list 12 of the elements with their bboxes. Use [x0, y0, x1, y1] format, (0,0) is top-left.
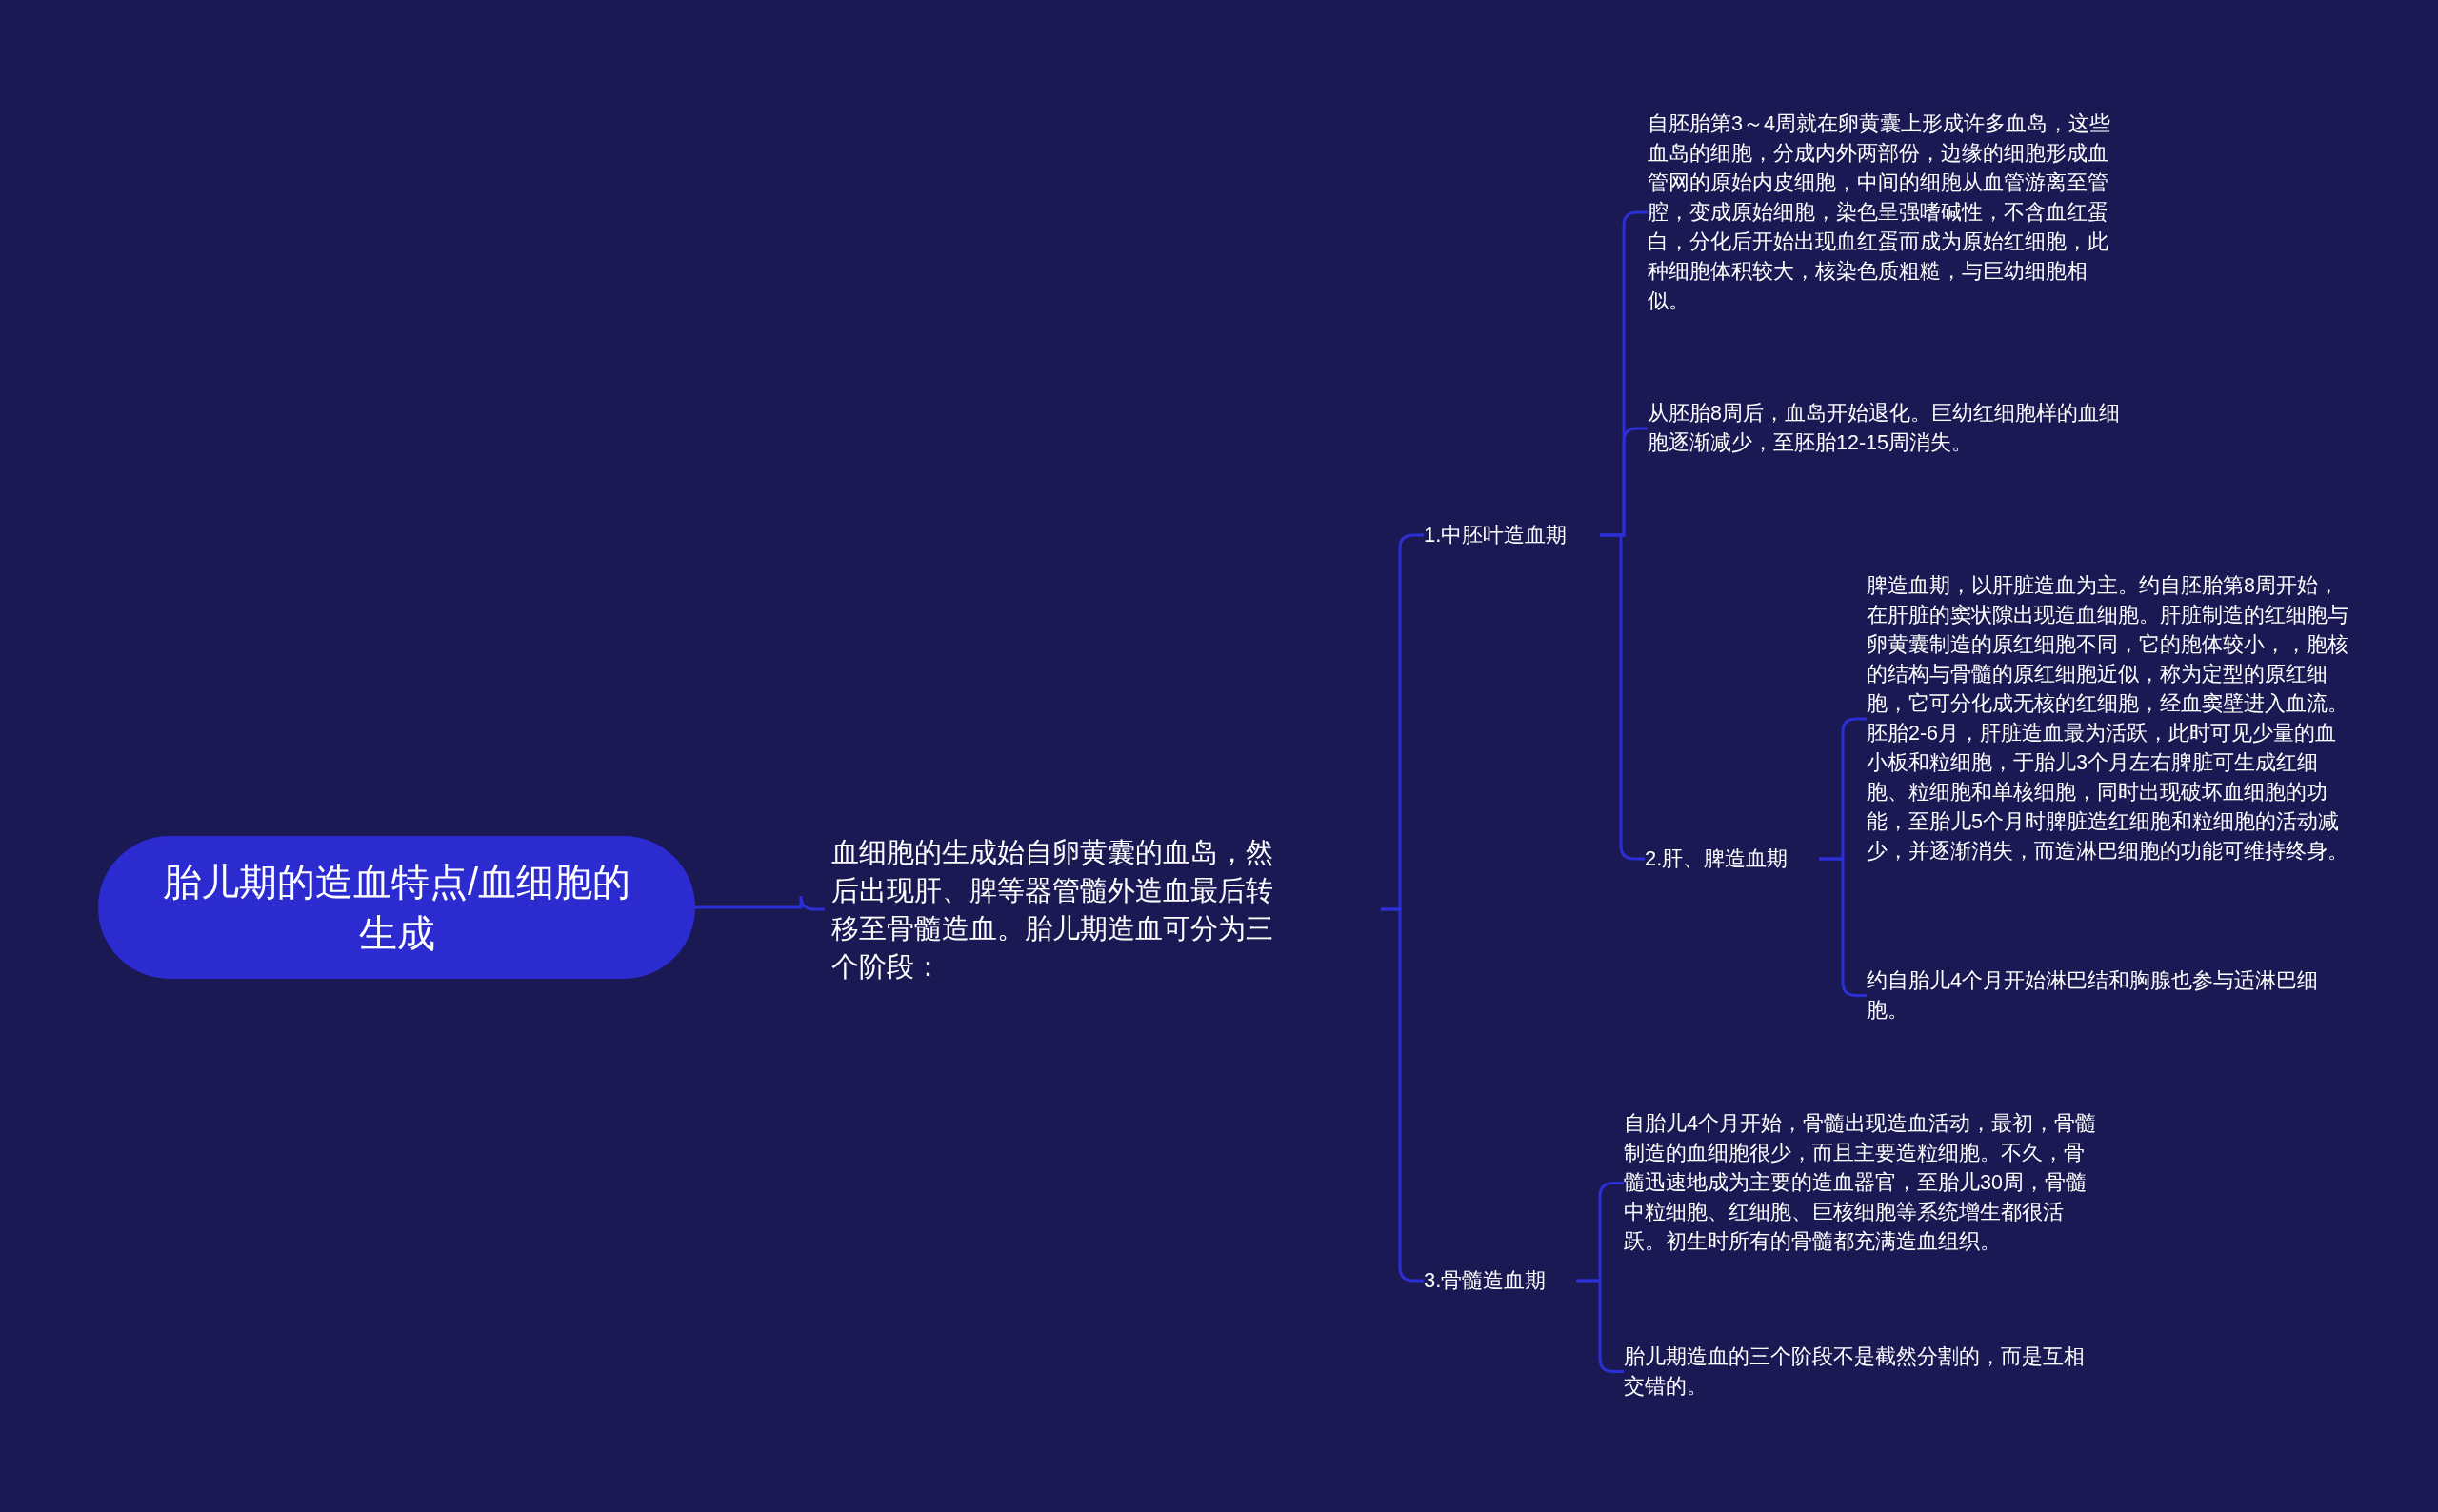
- branch-label: 2.肝、脾造血期: [1645, 846, 1789, 872]
- detail-text: 从胚胎8周后，血岛开始退化。巨幼红细胞样的血细胞逐渐减少，至胚胎12-15周消失。: [1648, 401, 2121, 456]
- branch-label: 1.中胚叶造血期: [1424, 522, 1569, 548]
- detail-text: 自胚胎第3～4周就在卵黄囊上形成许多血岛，这些血岛的细胞，分成内外两部份，边缘的细胞形成血管网的原始内皮细胞，中间的细胞从血管游离至管腔，变成原始细胞，染色呈强嗜碱性，不含血红蛋白，分化后开始出现血红蛋而成为原始红细胞，此种细胞体积较大，核染色质粗糙，与巨幼细胞相似。: [1648, 110, 2111, 314]
- detail-text: 脾造血期，以肝脏造血为主。约自胚胎第8周开始，在肝脏的窦状隙出现造血细胞。肝脏制造的红细胞与卵黄囊制造的原红细胞不同，它的胞体较小，，胞核的结构与骨髓的原红细胞近似，称为定型的原红细胞，它可分化成无核的红细胞，经血窦壁进入血流。胚胎2-6月，肝脏造血最为活跃，此时可见少量的血小板和粒细胞，于胎儿3个月左右脾脏可生成红细胞、粒细胞和单核细胞，同时出现破坏血细胞的功能，至胎儿5个月时脾脏造红细胞和粒细胞的活动减少，并逐渐消失，而造淋巴细胞的功能可维持终身。: [1867, 573, 2349, 865]
- summary-text: 血细胞的生成始自卵黄囊的血岛，然后出现肝、脾等器管髓外造血最后转移至骨髓造血。胎儿期造血可分为三个阶段：: [831, 836, 1274, 984]
- connector-line: [695, 894, 825, 911]
- topic-text: 胎儿期的造血特点/血细胞的生成: [161, 860, 632, 956]
- detail-text: 胎儿期造血的三个阶段不是截然分割的，而是互相交错的。: [1624, 1343, 2086, 1400]
- detail-text: 约自胎儿4个月开始淋巴结和胸腺也参与适淋巴细胞。: [1867, 967, 2319, 1024]
- branch-label: 3.骨髓造血期: [1424, 1267, 1548, 1294]
- detail-text: 自胎儿4个月开始，骨髓出现造血活动，最初，骨髓制造的血细胞很少，而且主要造粒细胞。不久，骨髓迅速地成为主要的造血器官，至胎儿30周，骨髓中粒细胞、红细胞、巨核细胞等系统增生都很活跃。初生时所有的骨髓都充满造血组织。: [1624, 1111, 2097, 1255]
